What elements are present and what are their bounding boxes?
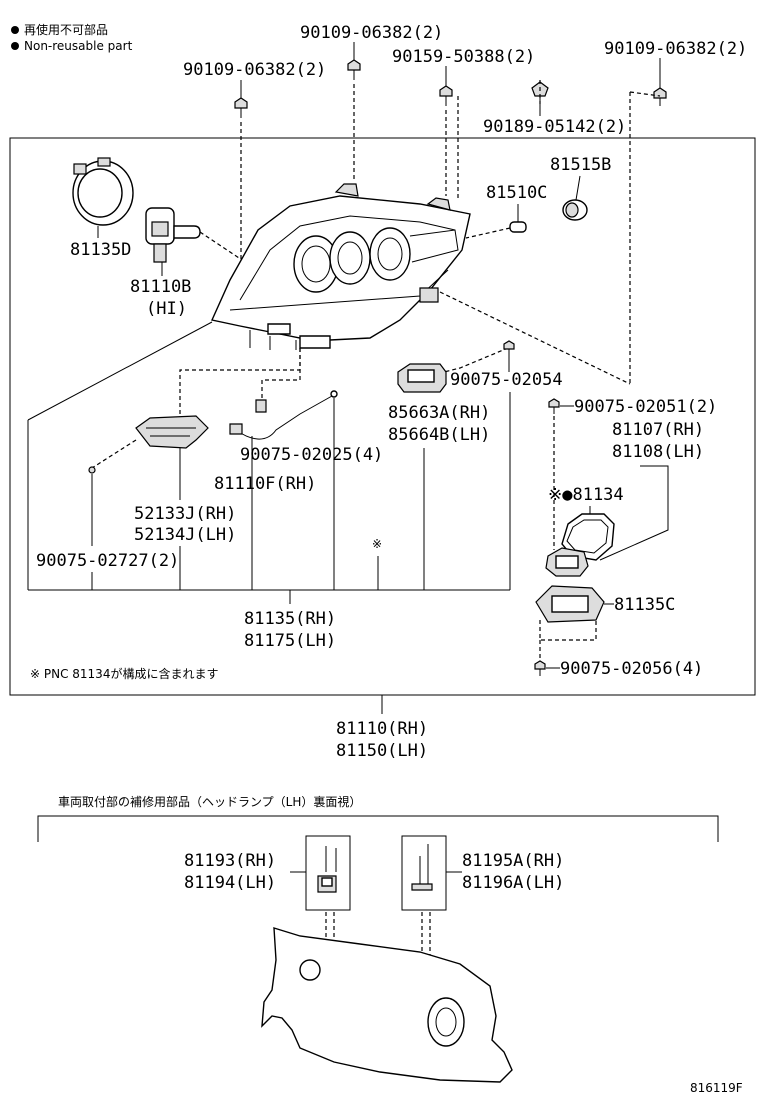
label-81510C[interactable]: 81510C	[486, 183, 547, 203]
halogen-bulb-icon	[145, 207, 201, 263]
label-81175[interactable]: 81175(LH)	[244, 631, 336, 651]
label-star: ※	[372, 537, 382, 551]
non-reusable-bullet-icon	[11, 42, 19, 50]
screw-icon	[439, 85, 453, 106]
label-81195A[interactable]: 81195A(RH)	[462, 851, 564, 871]
non-reusable-bullet-icon	[11, 26, 19, 34]
repair-kit-box-lh	[401, 835, 447, 911]
headlamp-assembly-icon	[211, 183, 471, 350]
label-52134J[interactable]: 52134J(LH)	[134, 525, 236, 545]
label-81135D[interactable]: 81135D	[70, 240, 131, 260]
legend-jp: 再使用不可部品	[24, 22, 108, 37]
diagram-id: 816119F	[690, 1081, 743, 1095]
screw-icon	[653, 87, 667, 106]
label-81194[interactable]: 81194(LH)	[184, 873, 276, 893]
screw-icon	[347, 59, 361, 80]
ballast-connector-icon	[545, 547, 589, 577]
repair-kit-box-rh	[305, 835, 351, 911]
label-81515B[interactable]: 81515B	[550, 155, 611, 175]
label-81110B[interactable]: 81110B	[130, 277, 191, 297]
dust-cover-icon	[72, 157, 134, 226]
headlamp-rear-view-icon	[261, 927, 513, 1083]
label-81193[interactable]: 81193(RH)	[184, 851, 276, 871]
wedge-bulb-icon	[509, 221, 527, 233]
label-81196A[interactable]: 81196A(LH)	[462, 873, 564, 893]
label-81110B-hi[interactable]: (HI)	[146, 299, 187, 319]
label-85664B[interactable]: 85664B(LH)	[388, 425, 490, 445]
label-90109-06382-left[interactable]: 90109-06382(2)	[183, 60, 326, 80]
label-90075-02025[interactable]: 90075-02025(4)	[240, 445, 383, 465]
label-81134[interactable]: ※●81134	[548, 485, 624, 505]
label-90109-06382-top[interactable]: 90109-06382(2)	[300, 23, 443, 43]
label-52133J[interactable]: 52133J(RH)	[134, 504, 236, 524]
legend: 再使用不可部品 Non-reusable part	[11, 22, 133, 53]
legend-en: Non-reusable part	[24, 39, 133, 53]
repair-bracket-icon	[317, 846, 337, 893]
leveling-motor-icon	[397, 363, 447, 393]
label-90189-05142[interactable]: 90189-05142(2)	[483, 117, 626, 137]
label-85663A[interactable]: 85663A(RH)	[388, 403, 490, 423]
ballast-unit-icon	[535, 585, 605, 641]
clip-icon	[531, 81, 549, 104]
label-81108[interactable]: 81108(LH)	[612, 442, 704, 462]
label-90109-06382-right[interactable]: 90109-06382(2)	[604, 39, 747, 59]
pnc-note: ※ PNC 81134が構成に含まれます	[30, 666, 218, 681]
label-90159-50388[interactable]: 90159-50388(2)	[392, 47, 535, 67]
label-81150[interactable]: 81150(LH)	[336, 741, 428, 761]
mounting-bracket-icon	[135, 415, 209, 449]
label-81110F[interactable]: 81110F(RH)	[214, 474, 316, 494]
label-81107[interactable]: 81107(RH)	[612, 420, 704, 440]
screw-icon	[548, 398, 560, 414]
repair-section-title: 車両取付部の補修用部品（ヘッドランプ（LH）裏面視）	[58, 794, 361, 809]
label-81135C[interactable]: 81135C	[614, 595, 675, 615]
screw-icon	[534, 660, 546, 676]
label-81135[interactable]: 81135(RH)	[244, 609, 336, 629]
repair-clip-icon	[411, 844, 433, 891]
label-90075-02054[interactable]: 90075-02054	[450, 370, 563, 390]
screw-icon	[503, 340, 515, 358]
wire-harness-icon	[229, 390, 338, 440]
bulb-socket-icon	[562, 199, 588, 221]
label-90075-02051[interactable]: 90075-02051(2)	[574, 397, 717, 417]
screw-icon	[234, 97, 248, 118]
screw-icon	[88, 466, 96, 474]
label-81110[interactable]: 81110(RH)	[336, 719, 428, 739]
label-90075-02056[interactable]: 90075-02056(4)	[560, 659, 703, 679]
label-90075-02727[interactable]: 90075-02727(2)	[36, 551, 179, 571]
